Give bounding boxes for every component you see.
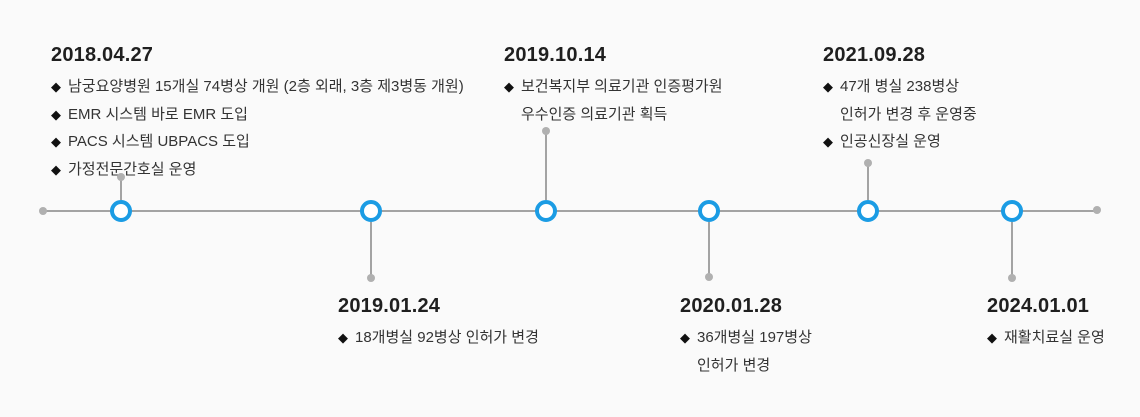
event-block: 2018.04.27 ◆ 남궁요양병원 15개실 74병상 개원 (2층 외래, … — [51, 42, 464, 183]
event-item: ◆ 재활치료실 운영 — [987, 324, 1105, 352]
timeline-node-circle — [535, 200, 557, 222]
event-item-text: 인허가 변경 후 운영중 — [840, 105, 977, 123]
diamond-bullet-icon: ◆ — [51, 161, 61, 177]
connector-dot — [367, 274, 375, 282]
timeline-node-circle — [1001, 200, 1023, 222]
connector-dot — [864, 159, 872, 167]
event-item-text: 47개 병실 238병상 — [840, 78, 960, 95]
connector-line — [867, 163, 869, 200]
connector-dot — [1008, 274, 1016, 282]
diamond-bullet-icon: ◆ — [51, 134, 61, 149]
event-item-list: ◆ 18개병실 92병상 인허가 변경 — [338, 324, 539, 352]
connector-line — [708, 222, 710, 277]
event-item: ◆ 남궁요양병원 15개실 74병상 개원 (2층 외래, 3층 제3병동 개원) — [51, 73, 464, 101]
diamond-bullet-icon: ◆ — [338, 330, 348, 345]
event-item-continuation: 인허가 변경 — [697, 352, 812, 380]
diamond-bullet-icon: ◆ — [823, 79, 833, 94]
event-item-text: 우수인증 의료기관 획득 — [521, 105, 668, 123]
timeline-node-circle — [857, 200, 879, 222]
event-block: 2019.01.24 ◆ 18개병실 92병상 인허가 변경 — [338, 293, 539, 352]
event-item-text: EMR 시스템 바로 EMR 도입 — [68, 105, 248, 123]
event-item: ◆ 보건복지부 의료기관 인증평가원 — [504, 73, 723, 101]
diamond-bullet-icon: ◆ — [504, 79, 514, 94]
timeline-node-circle — [360, 200, 382, 222]
axis-end-dot — [1093, 206, 1101, 214]
event-item-text: 남궁요양병원 15개실 74병상 개원 (2층 외래, 3층 제3병동 개원) — [68, 78, 464, 95]
event-date: 2024.01.01 — [987, 295, 1090, 317]
diamond-bullet-icon: ◆ — [680, 330, 690, 345]
connector-dot — [542, 127, 550, 135]
event-item-text: 보건복지부 의료기관 인증평가원 — [521, 78, 723, 95]
connector-line — [370, 222, 372, 278]
axis-start-dot — [39, 207, 47, 215]
event-date: 2018.04.27 — [51, 44, 154, 66]
connector-line — [1011, 222, 1013, 278]
event-item-text: 인공신장실 운영 — [840, 133, 941, 150]
event-item-text: PACS 시스템 UBPACS 도입 — [68, 133, 250, 150]
event-item-continuation: 우수인증 의료기관 획득 — [521, 101, 723, 129]
connector-dot — [705, 273, 713, 281]
event-item-text: 18개병실 92병상 인허가 변경 — [355, 329, 539, 346]
event-item: ◆ 인공신장실 운영 — [823, 128, 977, 156]
event-item-text: 재활치료실 운영 — [1004, 329, 1105, 346]
diamond-bullet-icon: ◆ — [51, 79, 61, 94]
timeline-node-circle — [698, 200, 720, 222]
connector-dot — [117, 173, 125, 181]
event-date: 2021.09.28 — [823, 44, 926, 66]
diamond-bullet-icon: ◆ — [823, 134, 833, 149]
event-item: ◆ PACS 시스템 UBPACS 도입 — [51, 128, 464, 156]
event-date: 2019.10.14 — [504, 44, 607, 66]
event-item-text: 36개병실 197병상 — [697, 329, 812, 346]
timeline-axis — [43, 210, 1097, 212]
event-date: 2019.01.24 — [338, 295, 441, 317]
diamond-bullet-icon: ◆ — [51, 106, 61, 122]
event-item: ◆ 가정전문간호실 운영 — [51, 156, 464, 184]
event-date: 2020.01.28 — [680, 295, 783, 317]
event-item: ◆ 36개병실 197병상 — [680, 324, 812, 352]
connector-line — [545, 131, 547, 200]
event-item-text: 가정전문간호실 운영 — [68, 160, 197, 178]
diamond-bullet-icon: ◆ — [987, 330, 997, 345]
event-item-continuation: 인허가 변경 후 운영중 — [840, 101, 977, 129]
event-item-list: ◆ 남궁요양병원 15개실 74병상 개원 (2층 외래, 3층 제3병동 개원)… — [51, 73, 464, 183]
event-item-list: ◆ 재활치료실 운영 — [987, 324, 1105, 352]
timeline-node-circle — [110, 200, 132, 222]
event-item: ◆ 18개병실 92병상 인허가 변경 — [338, 324, 539, 352]
event-block: 2024.01.01 ◆ 재활치료실 운영 — [987, 293, 1105, 352]
connector-line — [120, 177, 122, 200]
event-item: ◆ 47개 병실 238병상 — [823, 73, 977, 101]
event-item: ◆ EMR 시스템 바로 EMR 도입 — [51, 101, 464, 129]
event-item-text: 인허가 변경 — [697, 356, 771, 374]
